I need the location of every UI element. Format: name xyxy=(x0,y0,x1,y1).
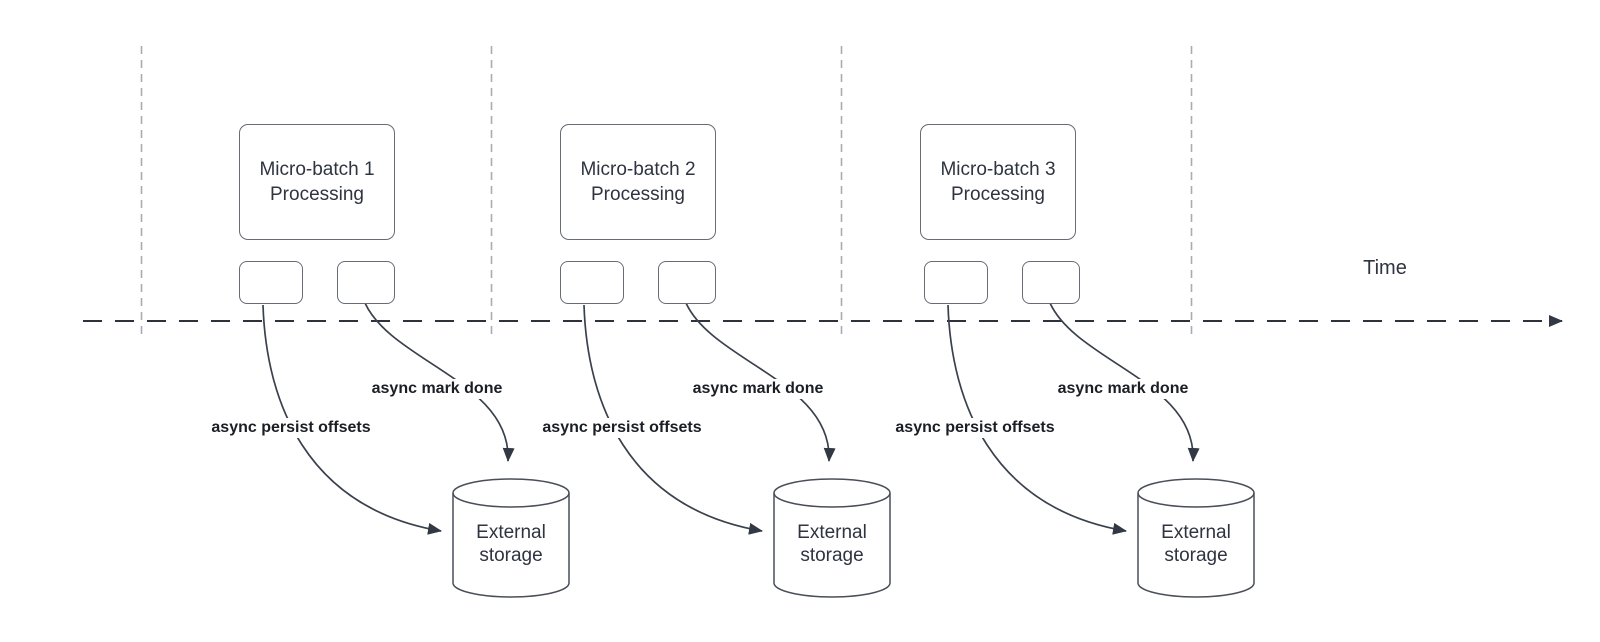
microbatch-3-title-line2: Processing xyxy=(951,184,1045,205)
storage-label-line1: External xyxy=(797,522,867,543)
cylinder-shape-icon xyxy=(773,478,891,598)
persist-offsets-label-2: async persist offsets xyxy=(539,418,705,438)
time-axis-label: Time xyxy=(1363,257,1407,279)
mark-done-label-3: async mark done xyxy=(1054,379,1192,399)
microbatch-1-offset-task-box xyxy=(239,261,303,304)
microbatch-2-offset-task-box xyxy=(560,261,624,304)
microbatch-1-title-line1: Micro-batch 1 xyxy=(259,159,375,180)
microbatch-2-title-line2: Processing xyxy=(591,184,685,205)
persist-offsets-label-3: async persist offsets xyxy=(892,418,1058,438)
microbatch-2-title-line1: Micro-batch 2 xyxy=(580,159,696,180)
storage-label-line2: storage xyxy=(1164,545,1228,566)
microbatch-3-offset-task-box xyxy=(924,261,988,304)
external-storage-label-3: External storage xyxy=(1136,477,1256,599)
microbatch-1-title-line2: Processing xyxy=(270,184,364,205)
mark-done-label-1: async mark done xyxy=(368,379,506,399)
mark-done-arrow-3 xyxy=(1049,302,1200,462)
cylinder-shape-icon xyxy=(452,478,570,598)
storage-label-line2: storage xyxy=(479,545,543,566)
storage-label-line2: storage xyxy=(800,545,864,566)
microbatch-3-done-task-box xyxy=(1022,261,1080,304)
microbatch-1-done-task-box xyxy=(337,261,395,304)
storage-label-line1: External xyxy=(476,522,546,543)
persist-offsets-arrow-2 xyxy=(583,304,763,535)
external-storage-cylinder-3: External storage xyxy=(1136,477,1256,599)
persist-offsets-arrow-1 xyxy=(262,304,442,535)
mark-done-arrow-2 xyxy=(685,302,836,462)
persist-offsets-label-1: async persist offsets xyxy=(208,418,374,438)
microbatch-2-processing-box: Micro-batch 2 Processing xyxy=(560,124,716,240)
microbatch-2-done-task-box xyxy=(658,261,716,304)
microbatch-1-processing-box: Micro-batch 1 Processing xyxy=(239,124,395,240)
external-storage-label-2: External storage xyxy=(772,477,892,599)
external-storage-label-1: External storage xyxy=(451,477,571,599)
cylinder-shape-icon xyxy=(1137,478,1255,598)
mark-done-label-2: async mark done xyxy=(689,379,827,399)
storage-label-line1: External xyxy=(1161,522,1231,543)
microbatch-3-title-line1: Micro-batch 3 xyxy=(940,159,1056,180)
external-storage-cylinder-1: External storage xyxy=(451,477,571,599)
persist-offsets-arrow-3 xyxy=(947,304,1127,535)
microbatch-3-processing-box: Micro-batch 3 Processing xyxy=(920,124,1076,240)
mark-done-arrow-1 xyxy=(364,302,515,462)
external-storage-cylinder-2: External storage xyxy=(772,477,892,599)
